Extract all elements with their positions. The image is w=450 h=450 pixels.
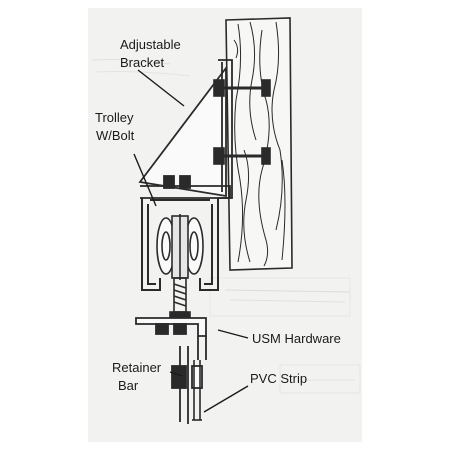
retainer-bar — [171, 346, 203, 424]
leader-retainer-bar — [169, 371, 183, 377]
label-pvc-strip: PVC Strip — [250, 371, 307, 386]
wood-beam — [225, 17, 293, 271]
usm-hardware — [135, 317, 207, 360]
label-trolley-line2: W/Bolt — [96, 128, 135, 143]
leader-adjustable-bracket — [137, 69, 185, 107]
leader-trolley — [133, 153, 157, 207]
track-channel — [141, 198, 219, 291]
leader-lines — [133, 69, 249, 413]
label-retainer-line1: Retainer — [112, 360, 162, 375]
track-top — [140, 175, 231, 199]
trolley — [156, 214, 204, 280]
label-adjustable-line1: Adjustable — [120, 37, 181, 52]
upper-bolt — [213, 79, 271, 97]
leader-pvc-strip — [203, 385, 249, 413]
leader-usm-hardware — [217, 329, 249, 339]
label-adjustable-line2: Bracket — [120, 55, 164, 70]
lower-bolt — [213, 147, 271, 165]
pvc-strip — [192, 360, 202, 421]
bracket-bolts — [213, 79, 271, 165]
label-usm-hardware: USM Hardware — [252, 331, 341, 346]
label-trolley-line1: Trolley — [95, 110, 134, 125]
label-retainer-line2: Bar — [118, 378, 139, 393]
